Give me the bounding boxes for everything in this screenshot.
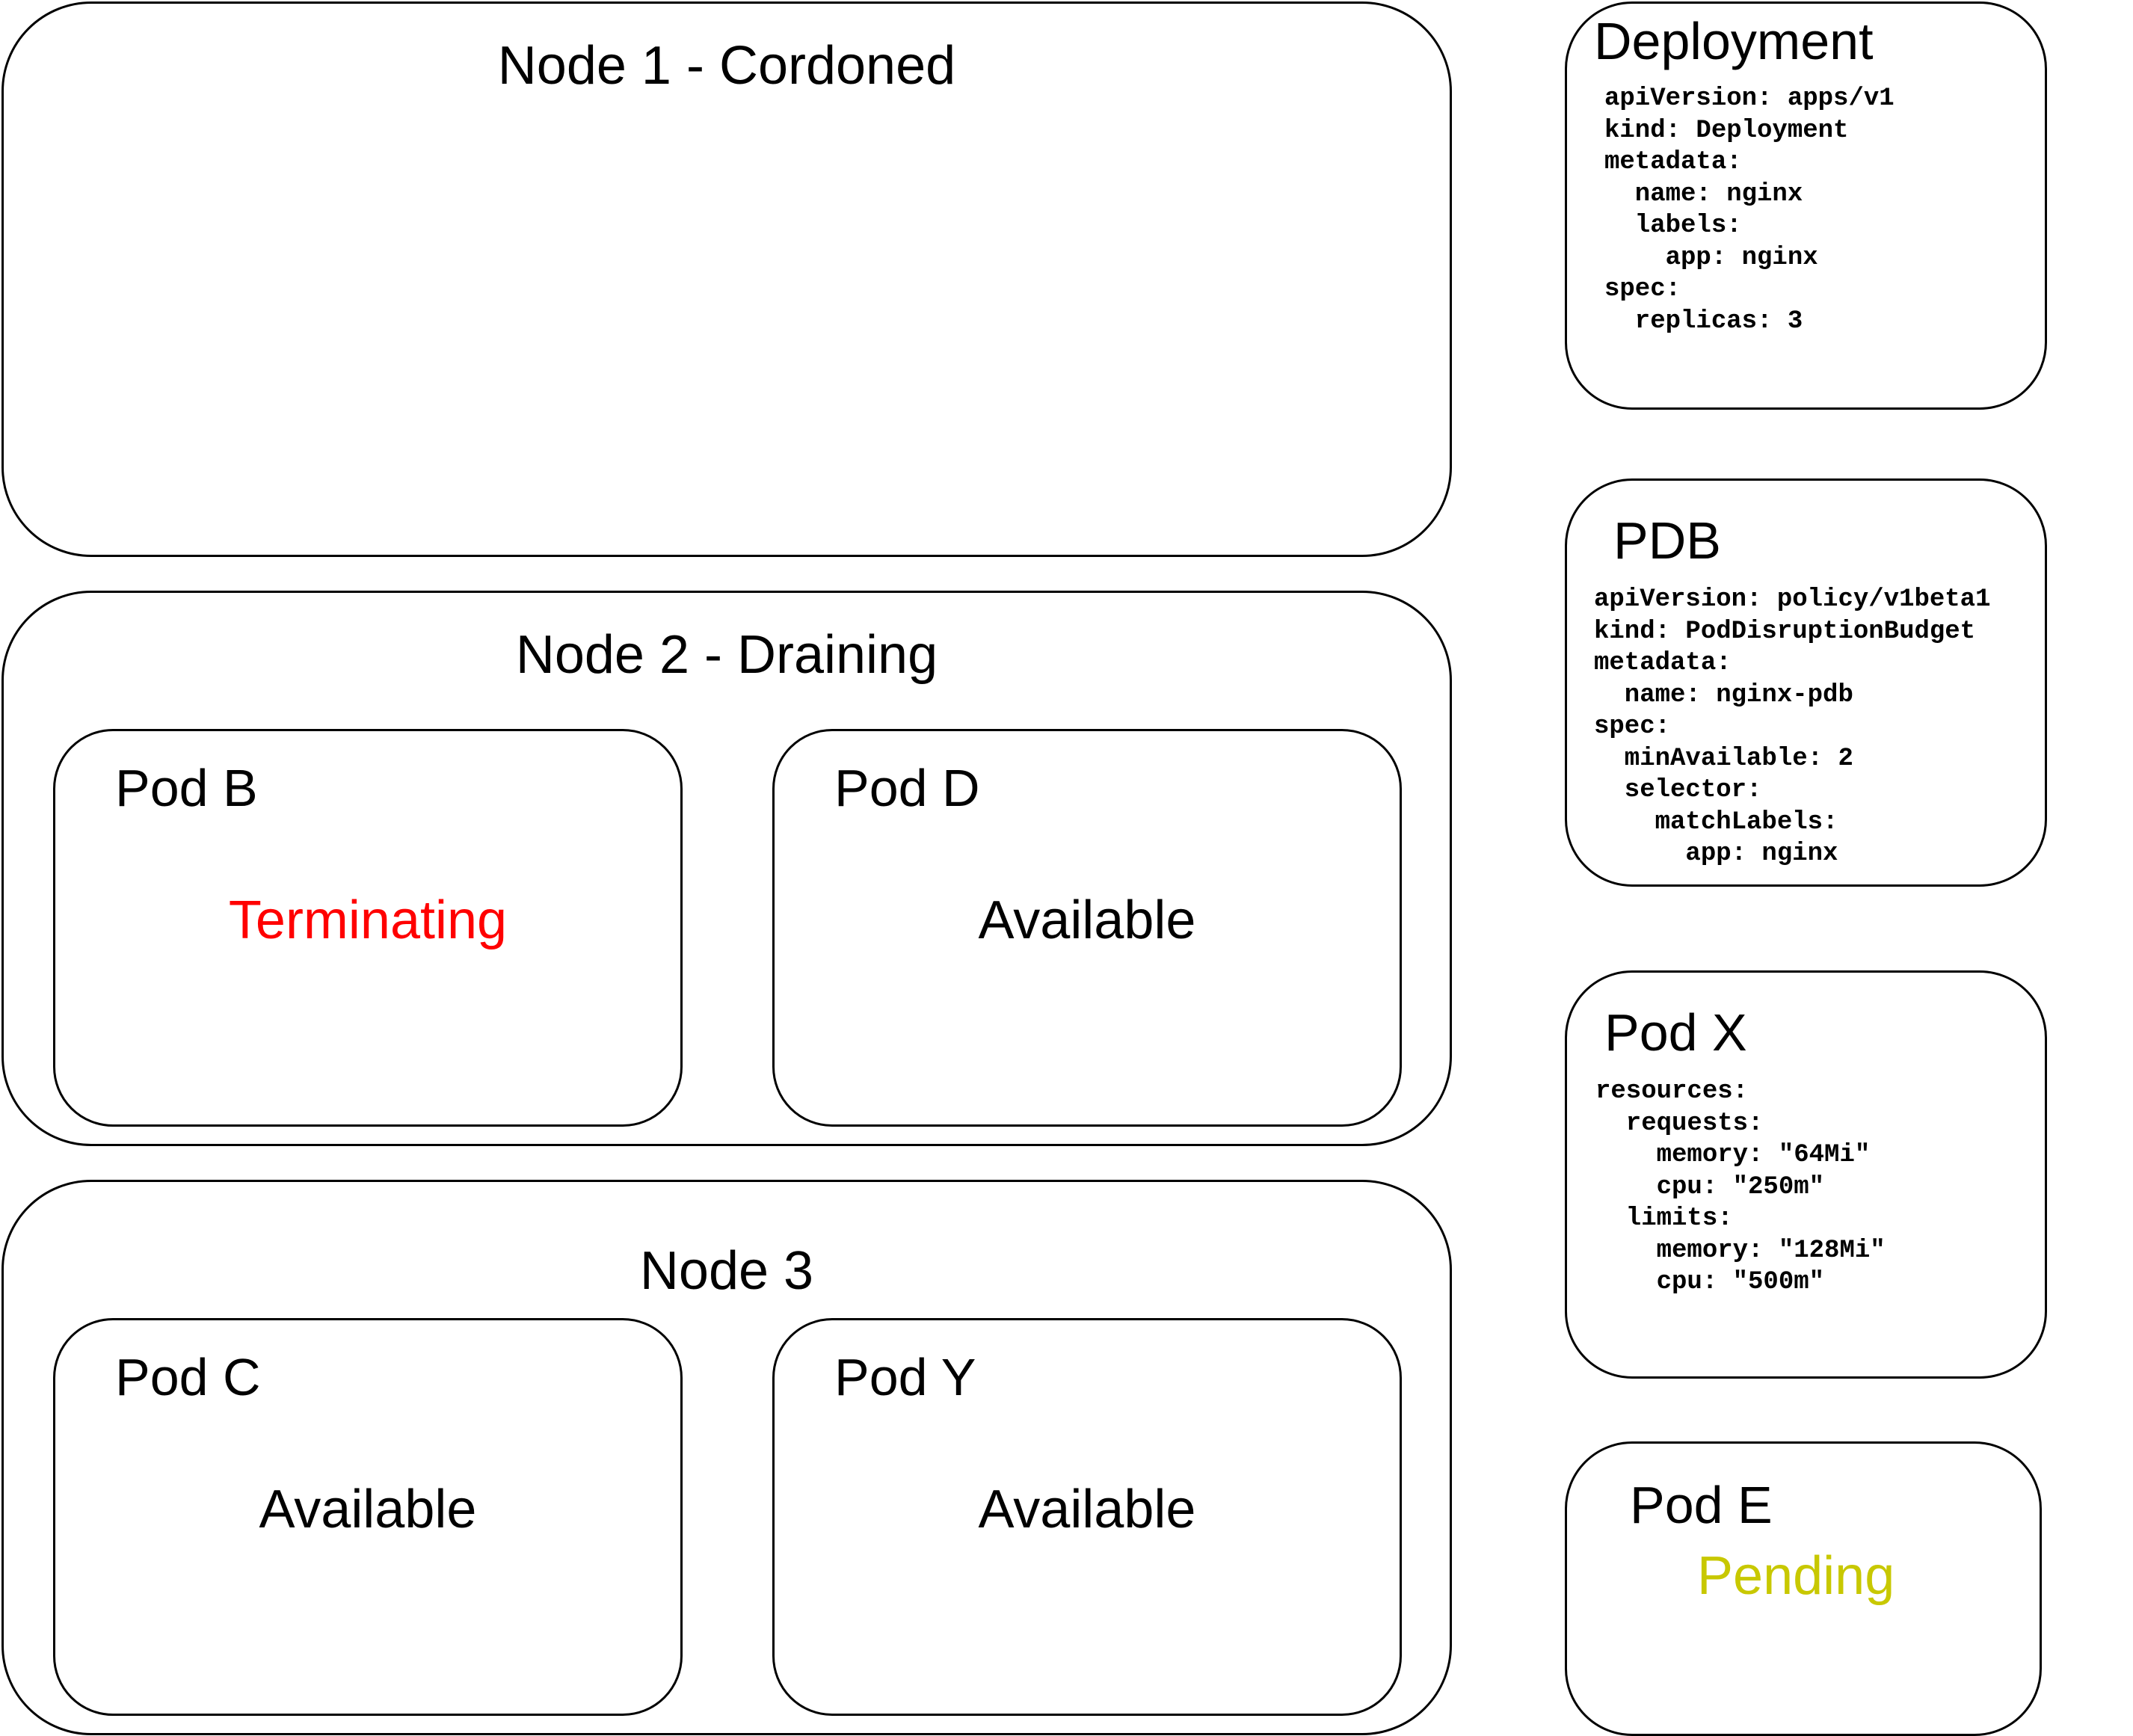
pod-y: Pod Y Available [772,1318,1402,1716]
pod-d-status: Available [978,890,1196,950]
pod-b-name: Pod B [115,759,258,817]
node-1: Node 1 - Cordoned [1,1,1452,557]
pod-b: Pod B Terminating [53,729,683,1127]
pod-e-status: Pending [1697,1546,1895,1606]
node-1-title: Node 1 - Cordoned [497,36,956,96]
pod-d-name: Pod D [834,759,980,817]
deployment-card: Deployment apiVersion: apps/v1 kind: Dep… [1565,1,2047,410]
pod-x-yaml: resources: requests: memory: "64Mi" cpu:… [1595,1077,1886,1296]
node-2-title: Node 2 - Draining [515,625,938,685]
pod-b-status: Terminating [228,890,508,950]
pod-y-status: Available [978,1480,1196,1539]
pdb-yaml: apiVersion: policy/v1beta1 kind: PodDisr… [1594,585,1991,868]
node-3-title: Node 3 [639,1241,814,1301]
pod-c-status: Available [259,1480,477,1539]
pod-e-title: Pod E [1630,1476,1773,1534]
deployment-yaml: apiVersion: apps/v1 kind: Deployment met… [1604,84,1895,336]
pdb-card: PDB apiVersion: policy/v1beta1 kind: Pod… [1565,478,2047,887]
pod-x-title: Pod X [1604,1003,1747,1062]
pod-c-name: Pod C [115,1348,261,1406]
pod-d: Pod D Available [772,729,1402,1127]
pod-c: Pod C Available [53,1318,683,1716]
deployment-title: Deployment [1594,12,1874,70]
pdb-title: PDB [1613,511,1721,570]
node-3: Node 3 Pod C Available Pod Y Available [1,1180,1452,1735]
pod-e-card: Pod E Pending [1565,1441,2042,1736]
pod-x-card: Pod X resources: requests: memory: "64Mi… [1565,970,2047,1379]
node-2: Node 2 - Draining Pod B Terminating Pod … [1,591,1452,1146]
pod-y-name: Pod Y [834,1348,976,1406]
